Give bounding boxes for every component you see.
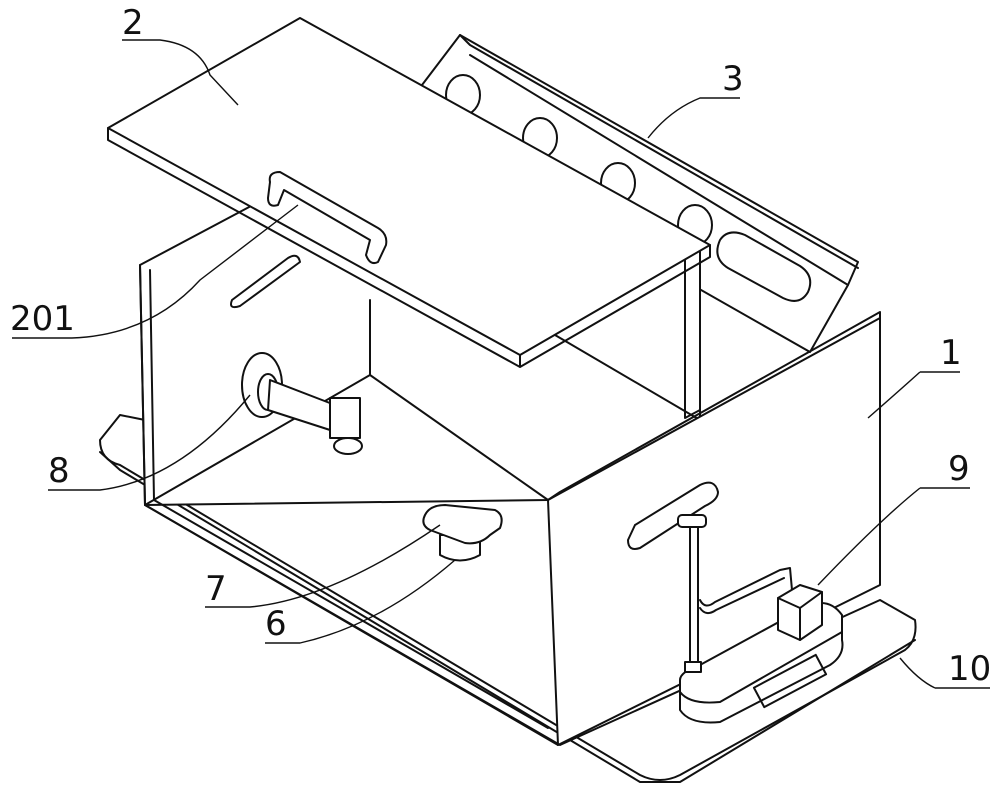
- label-drain-cover: 7: [205, 572, 227, 606]
- label-pump: 9: [948, 452, 970, 486]
- label-box: 1: [940, 336, 962, 370]
- label-drain: 6: [265, 607, 287, 641]
- label-rack: 3: [722, 62, 744, 96]
- drain: [423, 505, 501, 561]
- label-lid: 2: [122, 6, 144, 40]
- label-spray-head: 8: [48, 454, 70, 488]
- label-base-plate: 10: [948, 652, 991, 686]
- label-handle: 201: [10, 302, 75, 336]
